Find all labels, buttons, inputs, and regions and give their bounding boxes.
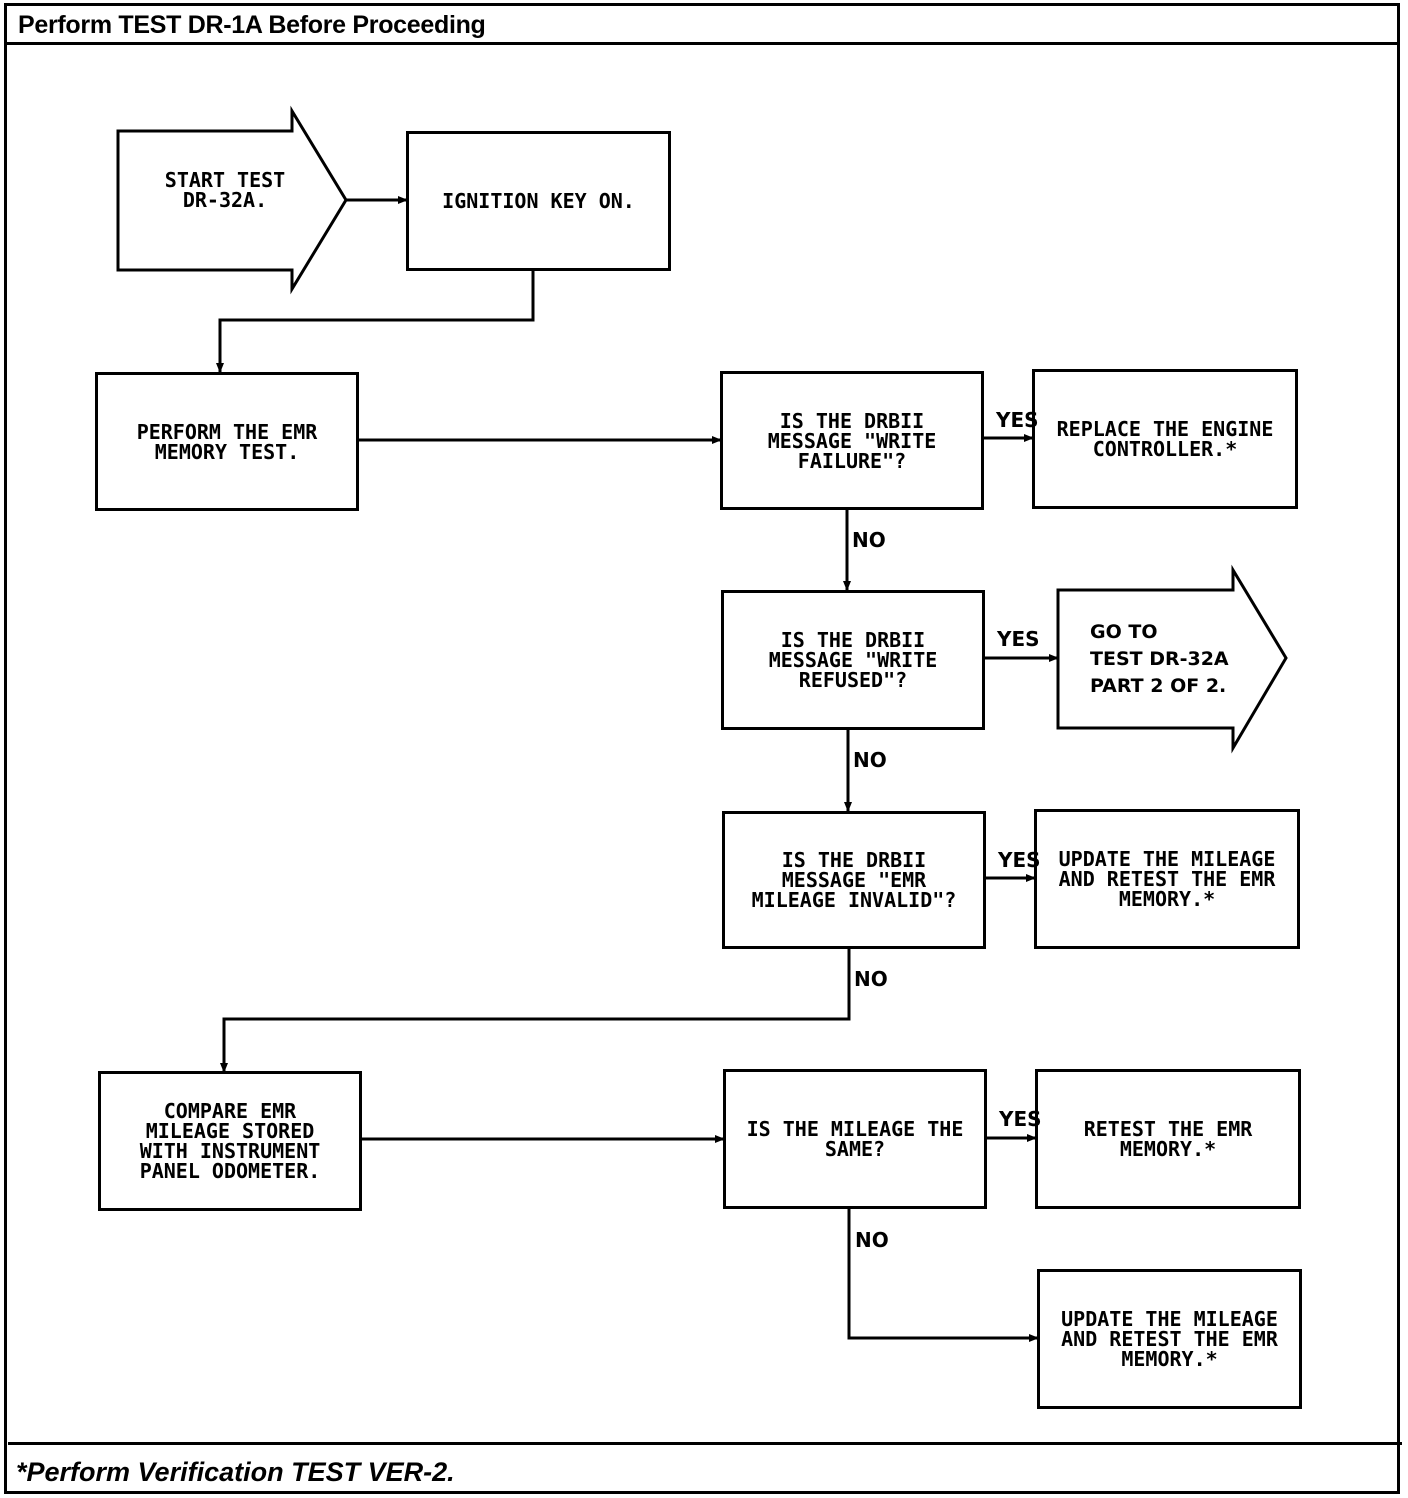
node-goto-part2: GO TO TEST DR-32A PART 2 OF 2. xyxy=(1090,621,1229,697)
node-q-write-refused: IS THE DRBII MESSAGE "WRITE REFUSED"? xyxy=(721,590,985,730)
node-update-retest-2: UPDATE THE MILEAGE AND RETEST THE EMR ME… xyxy=(1037,1269,1302,1409)
node-q-write-failure-text: IS THE DRBII MESSAGE "WRITE FAILURE"? xyxy=(767,408,937,473)
node-update-retest-1: UPDATE THE MILEAGE AND RETEST THE EMR ME… xyxy=(1034,809,1300,949)
label-yes-3: YES xyxy=(998,848,1041,872)
label-no-1: NO xyxy=(852,528,886,552)
node-update-retest-2-text: UPDATE THE MILEAGE AND RETEST THE EMR ME… xyxy=(1061,1307,1278,1371)
node-ignition-text: IGNITION KEY ON. xyxy=(442,189,635,213)
label-yes-4: YES xyxy=(999,1107,1042,1131)
edge-ignition-perform xyxy=(216,270,535,373)
label-yes-1: YES xyxy=(996,408,1039,432)
node-compare-emr-text: COMPARE EMR MILEAGE STORED WITH INSTRUME… xyxy=(139,1099,321,1183)
node-q-mileage-same: IS THE MILEAGE THE SAME? xyxy=(723,1069,987,1209)
node-retest-emr-text: RETEST THE EMR MEMORY.* xyxy=(1083,1117,1253,1161)
node-q-write-failure: IS THE DRBII MESSAGE "WRITE FAILURE"? xyxy=(720,371,984,510)
node-perform-emr-text: PERFORM THE EMR MEMORY TEST. xyxy=(136,419,318,464)
node-ignition: IGNITION KEY ON. xyxy=(406,131,671,271)
node-replace-controller-text: REPLACE THE ENGINE CONTROLLER.* xyxy=(1056,417,1274,461)
node-update-retest-1-text: UPDATE THE MILEAGE AND RETEST THE EMR ME… xyxy=(1058,847,1276,911)
edge-q4-update2 xyxy=(847,1208,1039,1342)
header-bar: Perform TEST DR-1A Before Proceeding xyxy=(4,3,1400,45)
diagram-frame xyxy=(4,3,1400,1494)
label-no-4: NO xyxy=(855,1228,889,1252)
node-compare-emr: COMPARE EMR MILEAGE STORED WITH INSTRUME… xyxy=(98,1071,362,1211)
node-start: START TEST DR-32A. xyxy=(164,168,286,212)
goto-arrow-shape xyxy=(1056,564,1288,754)
footer-note: *Perform Verification TEST VER-2. xyxy=(16,1457,455,1487)
label-yes-2: YES xyxy=(997,627,1040,651)
node-q-mileage-invalid-text: IS THE DRBII MESSAGE "EMR MILEAGE INVALI… xyxy=(751,848,957,912)
edge-q3-compare xyxy=(220,948,851,1073)
node-retest-emr: RETEST THE EMR MEMORY.* xyxy=(1035,1069,1301,1209)
header-title: Perform TEST DR-1A Before Proceeding xyxy=(18,11,486,39)
start-arrow-shape xyxy=(116,105,348,295)
node-q-write-refused-text: IS THE DRBII MESSAGE "WRITE REFUSED"? xyxy=(768,628,938,692)
label-no-2: NO xyxy=(853,748,887,772)
footer-bar: *Perform Verification TEST VER-2. xyxy=(8,1442,1402,1494)
label-no-3: NO xyxy=(854,967,888,991)
node-q-mileage-invalid: IS THE DRBII MESSAGE "EMR MILEAGE INVALI… xyxy=(722,811,986,949)
node-perform-emr: PERFORM THE EMR MEMORY TEST. xyxy=(95,372,359,511)
node-replace-controller: REPLACE THE ENGINE CONTROLLER.* xyxy=(1032,369,1298,509)
node-q-mileage-same-text: IS THE MILEAGE THE SAME? xyxy=(746,1117,964,1161)
